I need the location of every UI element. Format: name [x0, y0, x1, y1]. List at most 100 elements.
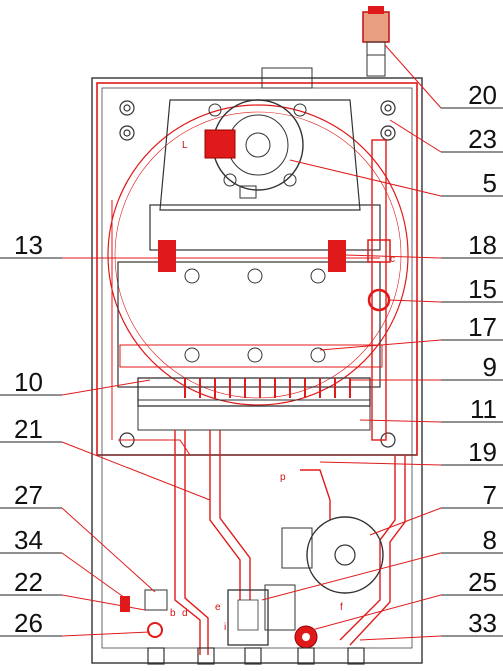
pump-7 [306, 516, 384, 594]
callout-34: 34 [0, 525, 126, 599]
callout-26: 26 [0, 608, 151, 638]
callout-label-15: 15 [468, 274, 497, 304]
callout-leader-33 [359, 635, 442, 641]
callout-label-9: 9 [483, 352, 497, 382]
callout-leader-27 [61, 507, 156, 593]
callout-leader-23 [389, 119, 442, 153]
casing-inner [101, 87, 413, 649]
callout-label-11: 11 [470, 394, 497, 424]
callout-19: 19 [319, 437, 503, 467]
callout-label-18: 18 [468, 230, 497, 260]
fitting-27 [144, 589, 168, 611]
fitting-25-inner [302, 633, 310, 641]
callout-leader-11 [359, 419, 442, 423]
electrode-left [158, 240, 176, 272]
callout-label-22: 22 [14, 567, 43, 597]
callout-leader-22 [61, 594, 146, 611]
callout-label-17: 17 [468, 312, 497, 342]
casing-outer [91, 77, 423, 664]
callout-11: 11 [359, 394, 503, 424]
callouts: 13 10 21 27 34 22 26 20 23 5 18 15 17 9 11 19 7 8 25 33 [0, 44, 503, 641]
combustion-chamber-ring-inner [114, 111, 402, 399]
callout-21: 21 [0, 414, 211, 501]
bottom-connections [147, 647, 365, 665]
callout-leader-25 [311, 594, 442, 631]
gas-valve-2 [264, 584, 296, 631]
burner-nozzles [184, 378, 351, 398]
callout-33: 33 [359, 608, 503, 641]
letter-mark-i: i [224, 622, 226, 633]
callout-leader-19 [319, 461, 442, 466]
gas-valve-inner [237, 599, 259, 631]
callout-label-25: 25 [468, 567, 497, 597]
fan-assembly [159, 99, 361, 211]
callout-10: 10 [0, 367, 151, 397]
letter-mark-L: L [182, 140, 188, 151]
callout-leader-20 [384, 44, 442, 109]
callout-leader-10 [61, 379, 151, 396]
callout-20: 20 [384, 44, 503, 110]
callout-label-13: 13 [14, 230, 43, 260]
callout-25: 25 [311, 567, 503, 631]
letter-mark-c: c [390, 254, 395, 265]
callout-7: 7 [369, 480, 503, 536]
callout-label-5: 5 [483, 168, 497, 198]
callout-22: 22 [0, 567, 146, 611]
flue-collar [261, 67, 313, 89]
callout-label-26: 26 [14, 608, 43, 638]
callout-leader-17 [319, 339, 442, 351]
callout-leader-5 [289, 159, 442, 197]
right-pipe [371, 139, 387, 441]
callout-leader-7 [369, 507, 442, 536]
chamber-bar [119, 344, 383, 368]
callout-label-8: 8 [483, 525, 497, 555]
callout-13: 13 [0, 230, 175, 260]
callout-label-20: 20 [468, 80, 497, 110]
chamber-panel [117, 261, 381, 388]
callout-leader-34 [61, 552, 126, 599]
fitting-26 [147, 622, 163, 638]
exchanger-hood [149, 204, 381, 251]
letter-mark-p: p [280, 472, 286, 483]
sensor-18-block [367, 239, 391, 263]
callout-5: 5 [289, 159, 503, 198]
callout-leader-21 [61, 441, 211, 501]
callout-label-34: 34 [14, 525, 43, 555]
callout-17: 17 [319, 312, 503, 351]
pump-motor [281, 527, 313, 569]
fitting-22 [120, 596, 130, 612]
gas-rail [137, 399, 371, 431]
callout-leader-26 [61, 631, 151, 637]
pump-7-inner [334, 544, 356, 566]
panel-bolts [184, 268, 326, 363]
letter-mark-d: d [182, 608, 188, 619]
callout-label-21: 21 [14, 414, 43, 444]
callout-leader-15 [387, 299, 442, 303]
callout-leader-18 [344, 254, 442, 259]
callout-9: 9 [350, 352, 503, 382]
letter-mark-b: b [170, 608, 176, 619]
callout-leader-8 [261, 552, 442, 601]
callout-label-7: 7 [483, 480, 497, 510]
callout-8: 8 [261, 525, 503, 601]
callout-15: 15 [387, 274, 503, 304]
callout-18: 18 [344, 230, 503, 260]
callout-label-23: 23 [468, 124, 497, 154]
callout-23: 23 [389, 119, 503, 154]
callout-label-33: 33 [468, 608, 497, 638]
gas-valve [227, 589, 269, 646]
letter-mark-e: e [215, 602, 221, 613]
left-flow-2 [118, 439, 191, 456]
callout-label-10: 10 [14, 367, 43, 397]
burner [137, 377, 371, 407]
air-vent [362, 6, 390, 77]
letter-mark-f: f [340, 602, 343, 613]
callout-label-27: 27 [14, 480, 43, 510]
electrode-right [328, 240, 346, 272]
callout-label-19: 19 [468, 437, 497, 467]
callout-27: 27 [0, 480, 156, 593]
fixing-screws [119, 100, 396, 448]
combustion-chamber-ring [107, 104, 409, 406]
